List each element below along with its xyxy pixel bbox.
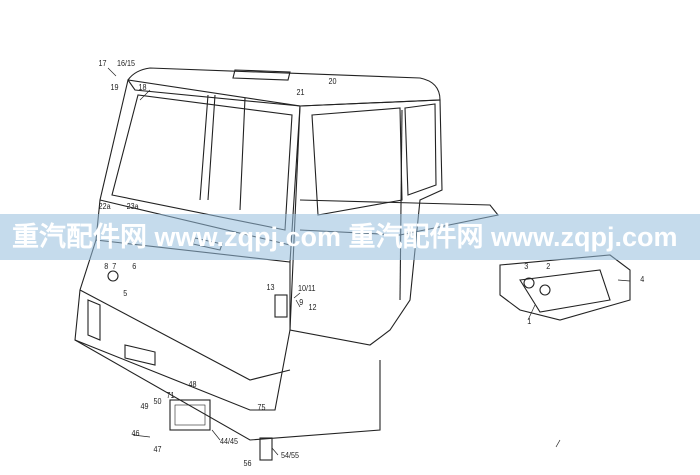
callout-1: 1 xyxy=(527,317,532,326)
left-lamp-recess xyxy=(87,299,101,341)
callout-71: 71 xyxy=(166,391,175,400)
callout-22a: 22a xyxy=(98,202,111,211)
bumper-line-top xyxy=(79,289,291,381)
battery-cap xyxy=(523,277,535,289)
callout-47: 47 xyxy=(153,445,162,454)
callout-19: 19 xyxy=(110,83,119,92)
callout-3: 3 xyxy=(524,262,529,271)
callout-50: 50 xyxy=(153,397,162,406)
cab-side xyxy=(289,99,443,346)
bumper xyxy=(74,339,381,441)
battery xyxy=(519,269,611,313)
watermark-band xyxy=(0,214,700,260)
headlamp-lens xyxy=(174,404,206,426)
callout-44-45: 44/45 xyxy=(220,437,239,446)
plate-recess xyxy=(124,344,156,366)
callout-75: 75 xyxy=(257,403,266,412)
callout-54-55: 54/55 xyxy=(281,451,300,460)
door-seam xyxy=(399,109,403,301)
callout-9: 9 xyxy=(299,298,304,307)
callout-4: 4 xyxy=(640,275,645,284)
side-marker xyxy=(274,294,288,318)
callout-21: 21 xyxy=(296,88,305,97)
callout-16-15: 16/15 xyxy=(117,59,136,68)
callout-20: 20 xyxy=(328,77,337,86)
battery-cap xyxy=(539,284,551,296)
battery-box xyxy=(499,254,631,321)
callout-56: 56 xyxy=(243,459,252,468)
callout-7: 7 xyxy=(112,262,117,271)
watermark-text: 重汽配件网 www.zqpj.com 重汽配件网 www.zqpj.com xyxy=(12,222,678,252)
callout-13: 13 xyxy=(266,283,275,292)
callout-23a: 23a xyxy=(126,202,139,211)
leader-lines xyxy=(107,67,631,456)
callout-8: 8 xyxy=(104,262,109,271)
side-lamp xyxy=(259,437,273,461)
callout-46: 46 xyxy=(131,429,140,438)
headlamp xyxy=(169,399,211,431)
callout-2: 2 xyxy=(546,262,551,271)
roof-hatch xyxy=(232,69,291,81)
rear-window-lines xyxy=(199,94,246,211)
door-window xyxy=(311,107,403,216)
callout-49: 49 xyxy=(140,402,149,411)
rear-side-window xyxy=(404,103,437,196)
callout-18: 18 xyxy=(138,83,147,92)
callout-5: 5 xyxy=(123,289,128,298)
callout-12: 12 xyxy=(308,303,317,312)
callout-6: 6 xyxy=(132,262,137,271)
callout-48: 48 xyxy=(188,380,197,389)
horn xyxy=(107,270,119,282)
callout-10-11: 10/11 xyxy=(297,284,316,293)
callout-17: 17 xyxy=(98,59,107,68)
